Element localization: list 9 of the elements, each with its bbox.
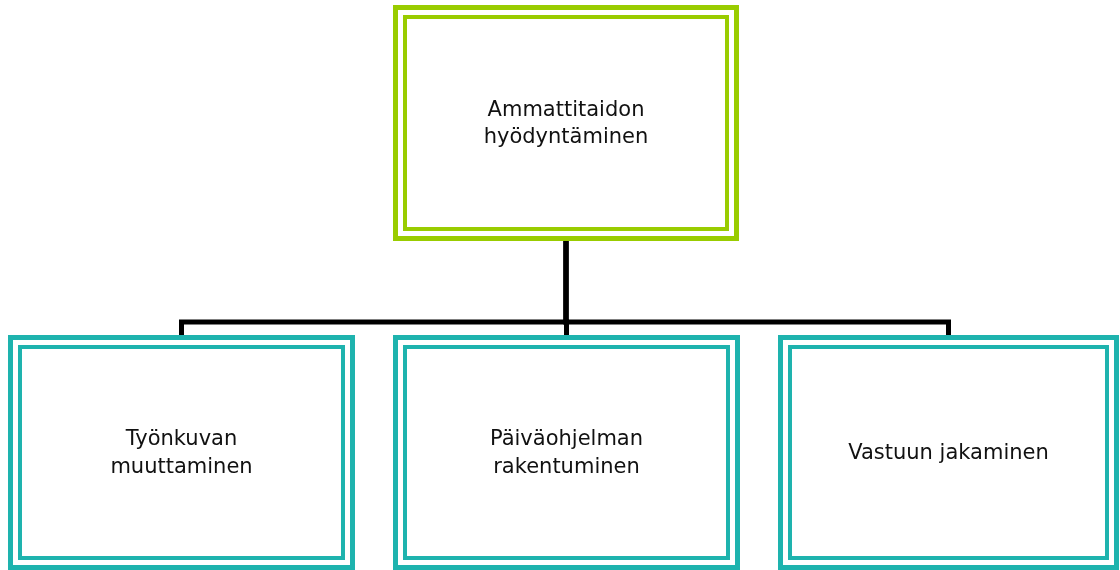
box-label: Vastuun jakaminen [848, 438, 1049, 466]
box-label: Työnkuvan muuttaminen [109, 425, 254, 480]
box-label: Ammattitaidon hyödyntäminen [482, 95, 650, 150]
double-bordered-box [393, 335, 740, 570]
double-bordered-box [8, 335, 355, 570]
double-bordered-box [778, 335, 1119, 570]
double-bordered-box [393, 5, 739, 241]
connector-line [563, 241, 951, 335]
box-label: Päiväohjelman rakentuminen [488, 425, 645, 480]
